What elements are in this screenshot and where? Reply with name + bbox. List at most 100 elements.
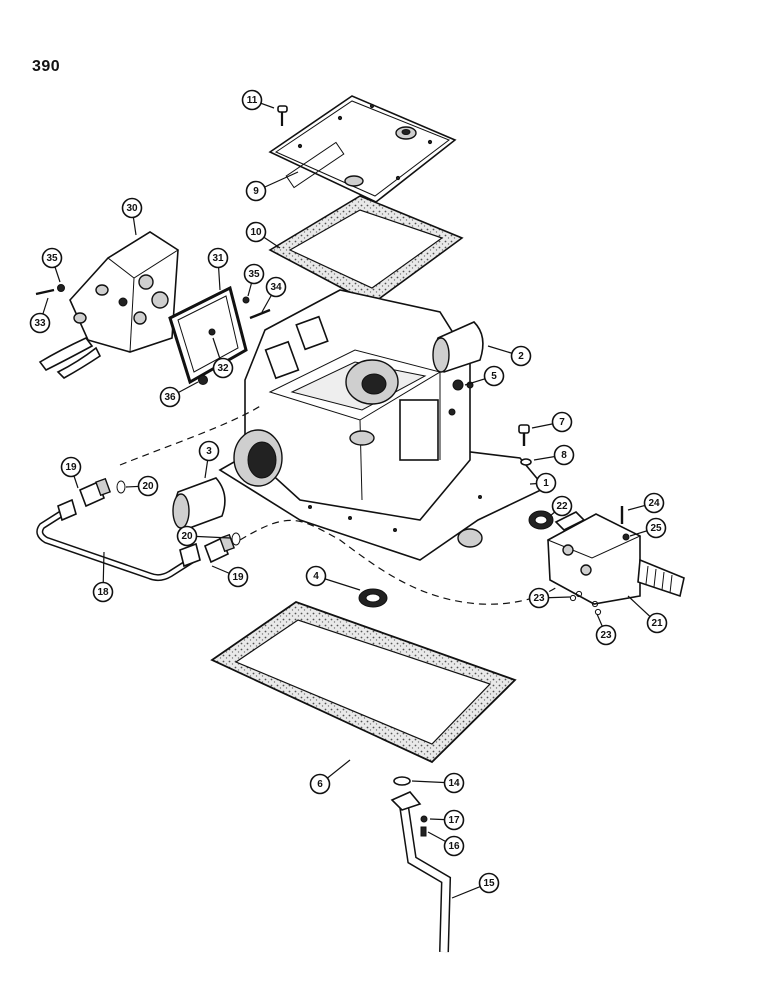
callout-circle [241,89,263,111]
callout-label: 11 [247,95,258,106]
callout-14: 14 [443,772,465,794]
bushing-left [172,477,226,531]
callout-23: 23 [595,624,617,646]
relief-valve-block [546,511,685,605]
dipstick-tube [390,791,452,953]
callout-3: 3 [198,440,220,462]
hydraulic-tube [36,498,201,582]
callout-circle [443,835,465,857]
callout-4: 4 [305,565,327,587]
callout-circle [159,386,181,408]
callout-11: 11 [241,89,263,111]
callout-label: 33 [34,318,46,329]
hydraulic-housing [218,289,547,561]
callout-6: 6 [309,773,331,795]
callout-circle [305,565,327,587]
callout-label: 20 [181,531,193,542]
callout-circle [309,773,331,795]
callout-36: 36 [159,386,181,408]
callout-label: 17 [448,815,460,826]
callout-label: 16 [448,841,460,852]
callout-15: 15 [478,872,500,894]
callout-25: 25 [645,517,667,539]
callout-label: 23 [533,593,545,604]
valve-bolt-left [35,284,65,296]
callout-circle [443,772,465,794]
callout-label: 22 [556,501,568,512]
callout-circle [29,312,51,334]
callout-circle [212,357,234,379]
callout-circle [510,345,532,367]
callout-circle [207,247,229,269]
callout-35: 35 [41,247,63,269]
callout-circle [535,472,557,494]
housing-bolt [518,424,532,466]
callout-22: 22 [551,495,573,517]
callout-label: 7 [559,417,565,428]
callout-9: 9 [245,180,267,202]
callout-20: 20 [176,525,198,547]
callout-label: 31 [212,253,224,264]
callout-label: 2 [518,351,524,362]
callout-label: 4 [313,571,319,582]
washer-14 [393,776,411,786]
callout-circle [528,587,550,609]
callout-19: 19 [227,566,249,588]
callout-label: 34 [270,282,282,293]
cover-bolt [277,105,288,126]
fitting-lower [203,532,241,564]
callout-circle [443,809,465,831]
valve-bolt-right [242,296,271,320]
callout-35: 35 [243,263,265,285]
callout-label: 18 [97,587,109,598]
callout-circle [176,525,198,547]
callout-circle [646,612,668,634]
cover-gasket [268,195,464,305]
callout-31: 31 [207,247,229,269]
callout-label: 21 [651,618,663,629]
callout-8: 8 [553,444,575,466]
callout-circle [198,440,220,462]
callout-label: 30 [126,203,138,214]
callout-17: 17 [443,809,465,831]
callout-label: 3 [206,446,212,457]
callout-7: 7 [551,411,573,433]
callout-1: 1 [535,472,557,494]
callout-label: 35 [46,253,58,264]
callout-label: 25 [650,523,662,534]
callout-circle [551,495,573,517]
valve-nut [198,375,208,385]
callout-23: 23 [528,587,550,609]
callout-label: 19 [232,572,244,583]
callout-34: 34 [265,276,287,298]
callout-label: 14 [448,778,460,789]
callout-circle [245,180,267,202]
seal-22 [528,510,554,530]
callout-circle [121,197,143,219]
callout-circle [60,456,82,478]
pan-gasket [210,600,517,764]
callout-circle [265,276,287,298]
callout-33: 33 [29,312,51,334]
callout-label: 10 [250,227,262,238]
callout-circle [595,624,617,646]
o-rings-23 [569,590,602,616]
callout-32: 32 [212,357,234,379]
callout-5: 5 [483,365,505,387]
callout-label: 36 [164,392,176,403]
page-number: 390 [32,58,61,75]
callout-label: 20 [142,481,154,492]
callout-24: 24 [643,492,665,514]
callout-16: 16 [443,835,465,857]
callout-10: 10 [245,221,267,243]
callout-circle [478,872,500,894]
callout-19: 19 [60,456,82,478]
valve-bolt-24 [620,506,630,541]
seal-4 [358,588,388,608]
callout-2: 2 [510,345,532,367]
callout-label: 15 [483,878,495,889]
callout-30: 30 [121,197,143,219]
callout-label: 9 [253,186,259,197]
callout-label: 24 [648,498,660,509]
callout-circle [551,411,573,433]
